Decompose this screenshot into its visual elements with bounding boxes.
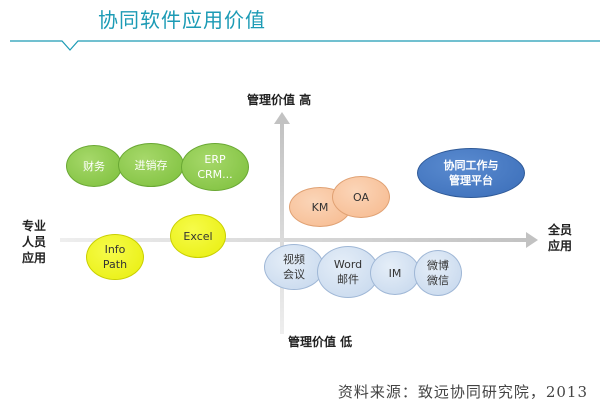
bubble-infopath: Info Path (86, 234, 144, 280)
axis-label-bottom: 管理价值 低 (288, 335, 353, 349)
bubble-caiwu: 财务 (66, 145, 122, 187)
axis-label-right: 全员 应用 (548, 223, 573, 253)
bubble-im: IM (370, 251, 420, 295)
vertical-axis-arrow (274, 112, 290, 334)
bubble-collaboration-platform: 协同工作与 管理平台 (417, 148, 525, 198)
bubble-erp-crm: ERP CRM... (181, 143, 249, 191)
bubble-word-mail: Word 邮件 (317, 246, 379, 298)
horizontal-axis-arrow (60, 232, 538, 248)
header-divider (10, 40, 600, 51)
bubble-video-conference: 视频 会议 (264, 244, 324, 290)
source-note: 资料来源：致远协同研究院，2013 (337, 383, 588, 401)
bubble-excel: Excel (170, 214, 226, 258)
bubble-jinxiaocun: 进销存 (118, 143, 184, 187)
axis-label-top: 管理价值 高 (247, 93, 312, 107)
bubble-weibo-weixin: 微博 微信 (414, 250, 462, 296)
page-title: 协同软件应用价值 (98, 8, 266, 32)
axis-label-left: 专业 人员 应用 (22, 219, 47, 265)
bubble-oa: OA (332, 176, 390, 218)
